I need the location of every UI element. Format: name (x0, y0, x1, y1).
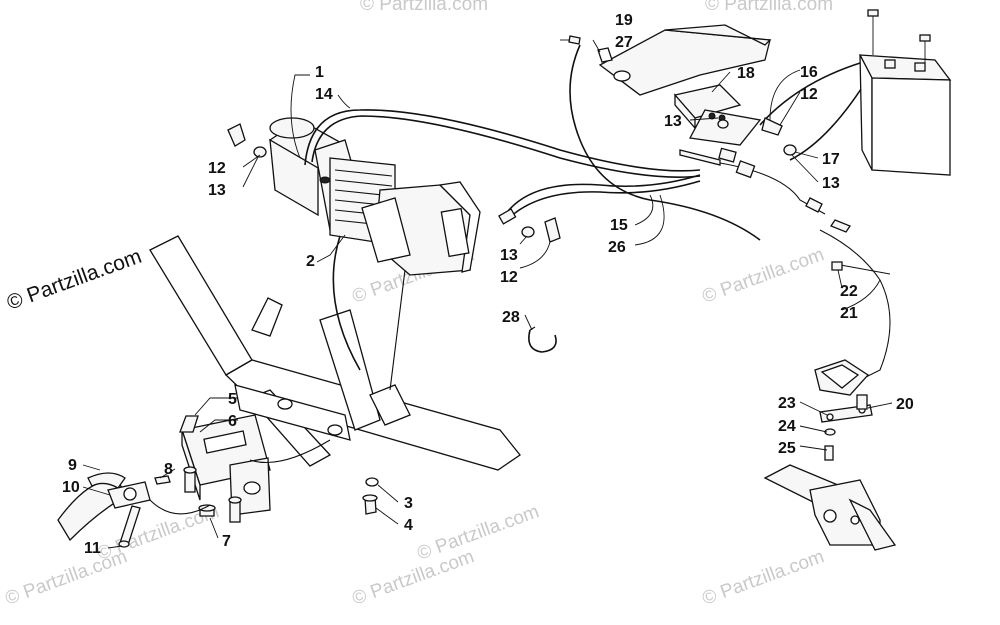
callout-13: 13 (500, 247, 518, 264)
front-bumper-frame (149, 235, 521, 471)
watermark-text: © Partzilla.com (350, 546, 477, 610)
callout-18: 18 (737, 65, 755, 82)
callout-27: 27 (615, 34, 633, 51)
callout-13: 13 (208, 182, 226, 199)
callout-12: 12 (500, 269, 518, 286)
callout-20: 20 (896, 396, 914, 413)
callout-1: 1 (315, 64, 324, 81)
callout-13: 13 (822, 175, 840, 192)
leader-lines (82, 39, 893, 549)
cables (149, 44, 891, 515)
small-hardware (227, 117, 851, 271)
callout-7: 7 (222, 533, 231, 550)
watermark-text: © Partzilla.com (705, 0, 833, 15)
callout-3: 3 (404, 495, 413, 512)
callout-labels: 19 27 1 14 18 16 12 13 12 13 17 13 15 26… (62, 12, 914, 557)
callout-12: 12 (208, 160, 226, 177)
callout-5: 5 (228, 391, 237, 408)
callout-28: 28 (502, 309, 520, 326)
callout-15: 15 (610, 217, 628, 234)
clamp-clip (528, 326, 557, 353)
callout-10: 10 (62, 479, 80, 496)
winch-assembly (268, 117, 481, 276)
partzilla-credit: © Partzilla.com (4, 245, 145, 315)
callout-25: 25 (778, 440, 796, 457)
callout-24: 24 (778, 418, 796, 435)
callout-12: 12 (800, 86, 818, 103)
hook-and-strap (57, 472, 216, 548)
callout-26: 26 (608, 239, 626, 256)
bolt-and-washer (362, 477, 379, 515)
callout-16: 16 (800, 64, 818, 81)
callout-22: 22 (840, 283, 858, 300)
watermark-text: © Partzilla.com (700, 244, 827, 308)
callout-23: 23 (778, 395, 796, 412)
callout-19: 19 (615, 12, 633, 29)
handlebar-switch (763, 359, 897, 551)
callout-17: 17 (822, 151, 840, 168)
callout-14: 14 (315, 86, 333, 103)
watermark-text: © Partzilla.com (415, 501, 542, 565)
callout-13: 13 (664, 113, 682, 130)
callout-6: 6 (228, 413, 237, 430)
callout-11: 11 (84, 540, 101, 557)
watermark-text: © Partzilla.com (360, 0, 488, 15)
callout-21: 21 (840, 305, 858, 322)
callout-4: 4 (404, 517, 413, 534)
callout-8: 8 (164, 461, 173, 478)
callout-9: 9 (68, 457, 77, 474)
watermark-text: © Partzilla.com (700, 546, 827, 610)
callout-2: 2 (306, 253, 315, 270)
fairlead-mount (179, 414, 271, 523)
battery (858, 9, 952, 176)
bracket-and-solenoid (568, 24, 772, 179)
